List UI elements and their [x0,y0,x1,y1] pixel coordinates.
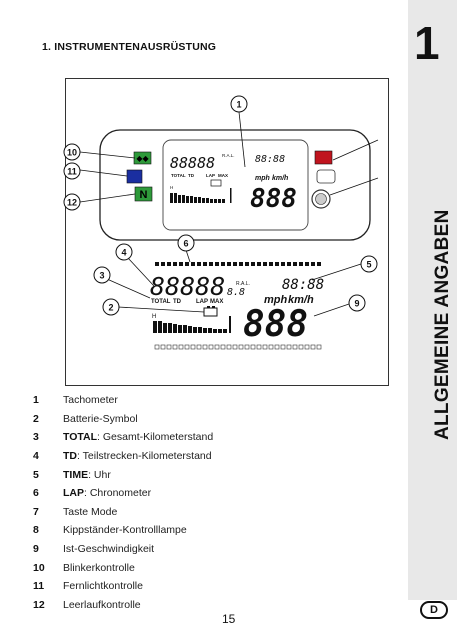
callout-number: 3 [99,271,104,281]
lcd-battery-terminal [207,306,210,308]
callout-number: 5 [366,260,371,270]
top-total-label: TOTAL [171,173,186,178]
top-odometer: 88888 [170,154,215,172]
top-clock: 88:88 [255,154,285,165]
lcd-odometer: 88888 [150,272,225,301]
callout-lines [79,111,379,317]
page-number: 15 [222,612,236,626]
top-lap-label: LAP [206,173,215,178]
lcd-tick-row-bottom [154,344,322,350]
lcd-rl-label: R.A.L. [236,281,250,287]
high-beam-light [126,169,143,184]
top-unit-kmh: km/h [272,175,288,182]
chapter-number: 1 [414,17,440,69]
top-rl-label: R.A.L. [222,153,235,158]
callout-circles [63,95,378,316]
callout-numbers: 1 2 3 4 5 6 9 10 11 12 [67,100,372,313]
stand-light-slot [316,169,336,184]
top-td-label: TD [188,173,195,178]
lcd-unit-kmh: km/h [288,294,314,306]
lcd-speed: 888 [243,304,308,345]
lcd-clock: 88:88 [282,277,324,293]
callout-number: 9 [354,299,359,309]
lcd-unit-mph: mph [264,294,288,306]
callout-number: 4 [121,248,126,258]
mode-button-inner [315,193,327,205]
top-tacho-bars [170,188,232,203]
neutral-icon: N [140,189,148,201]
chapter-tab [408,0,457,600]
top-max-label: MAX [218,173,228,178]
language-badge: D [420,601,448,619]
callout-number: 11 [67,167,77,177]
lcd-td-label: TD [173,299,182,305]
callout-number: 1 [236,100,241,110]
top-battery-icon [210,179,222,187]
top-unit-mph: mph [255,175,270,182]
mode-button [311,189,331,209]
cluster-screen [162,139,309,231]
figure-frame [65,78,389,386]
turn-signal-icon: ◆◆ [136,154,149,163]
lcd-odometer-decimal: 8.8 [227,287,245,298]
callout-number: 2 [108,303,113,313]
lcd-tick-row-top [155,262,321,266]
cluster-housing [99,129,371,241]
stand-light [314,150,333,165]
lcd-lap-label: LAP [196,299,208,305]
lcd-tacho-h: H [152,314,156,320]
lcd-max-label: MAX [210,299,223,305]
callout-number: 12 [67,198,77,208]
lcd-total-label: TOTAL [151,299,171,305]
top-speed: 888 [250,184,297,214]
lcd-battery-terminal [212,306,215,308]
lcd-battery-icon [203,307,218,317]
section-title: 1. INSTRUMENTENAUSRÜSTUNG [42,41,217,53]
callout-number: 10 [67,148,77,158]
lcd-tacho-bars [153,316,231,333]
top-tacho-h: H [170,185,173,190]
callout-number: 6 [183,239,188,249]
